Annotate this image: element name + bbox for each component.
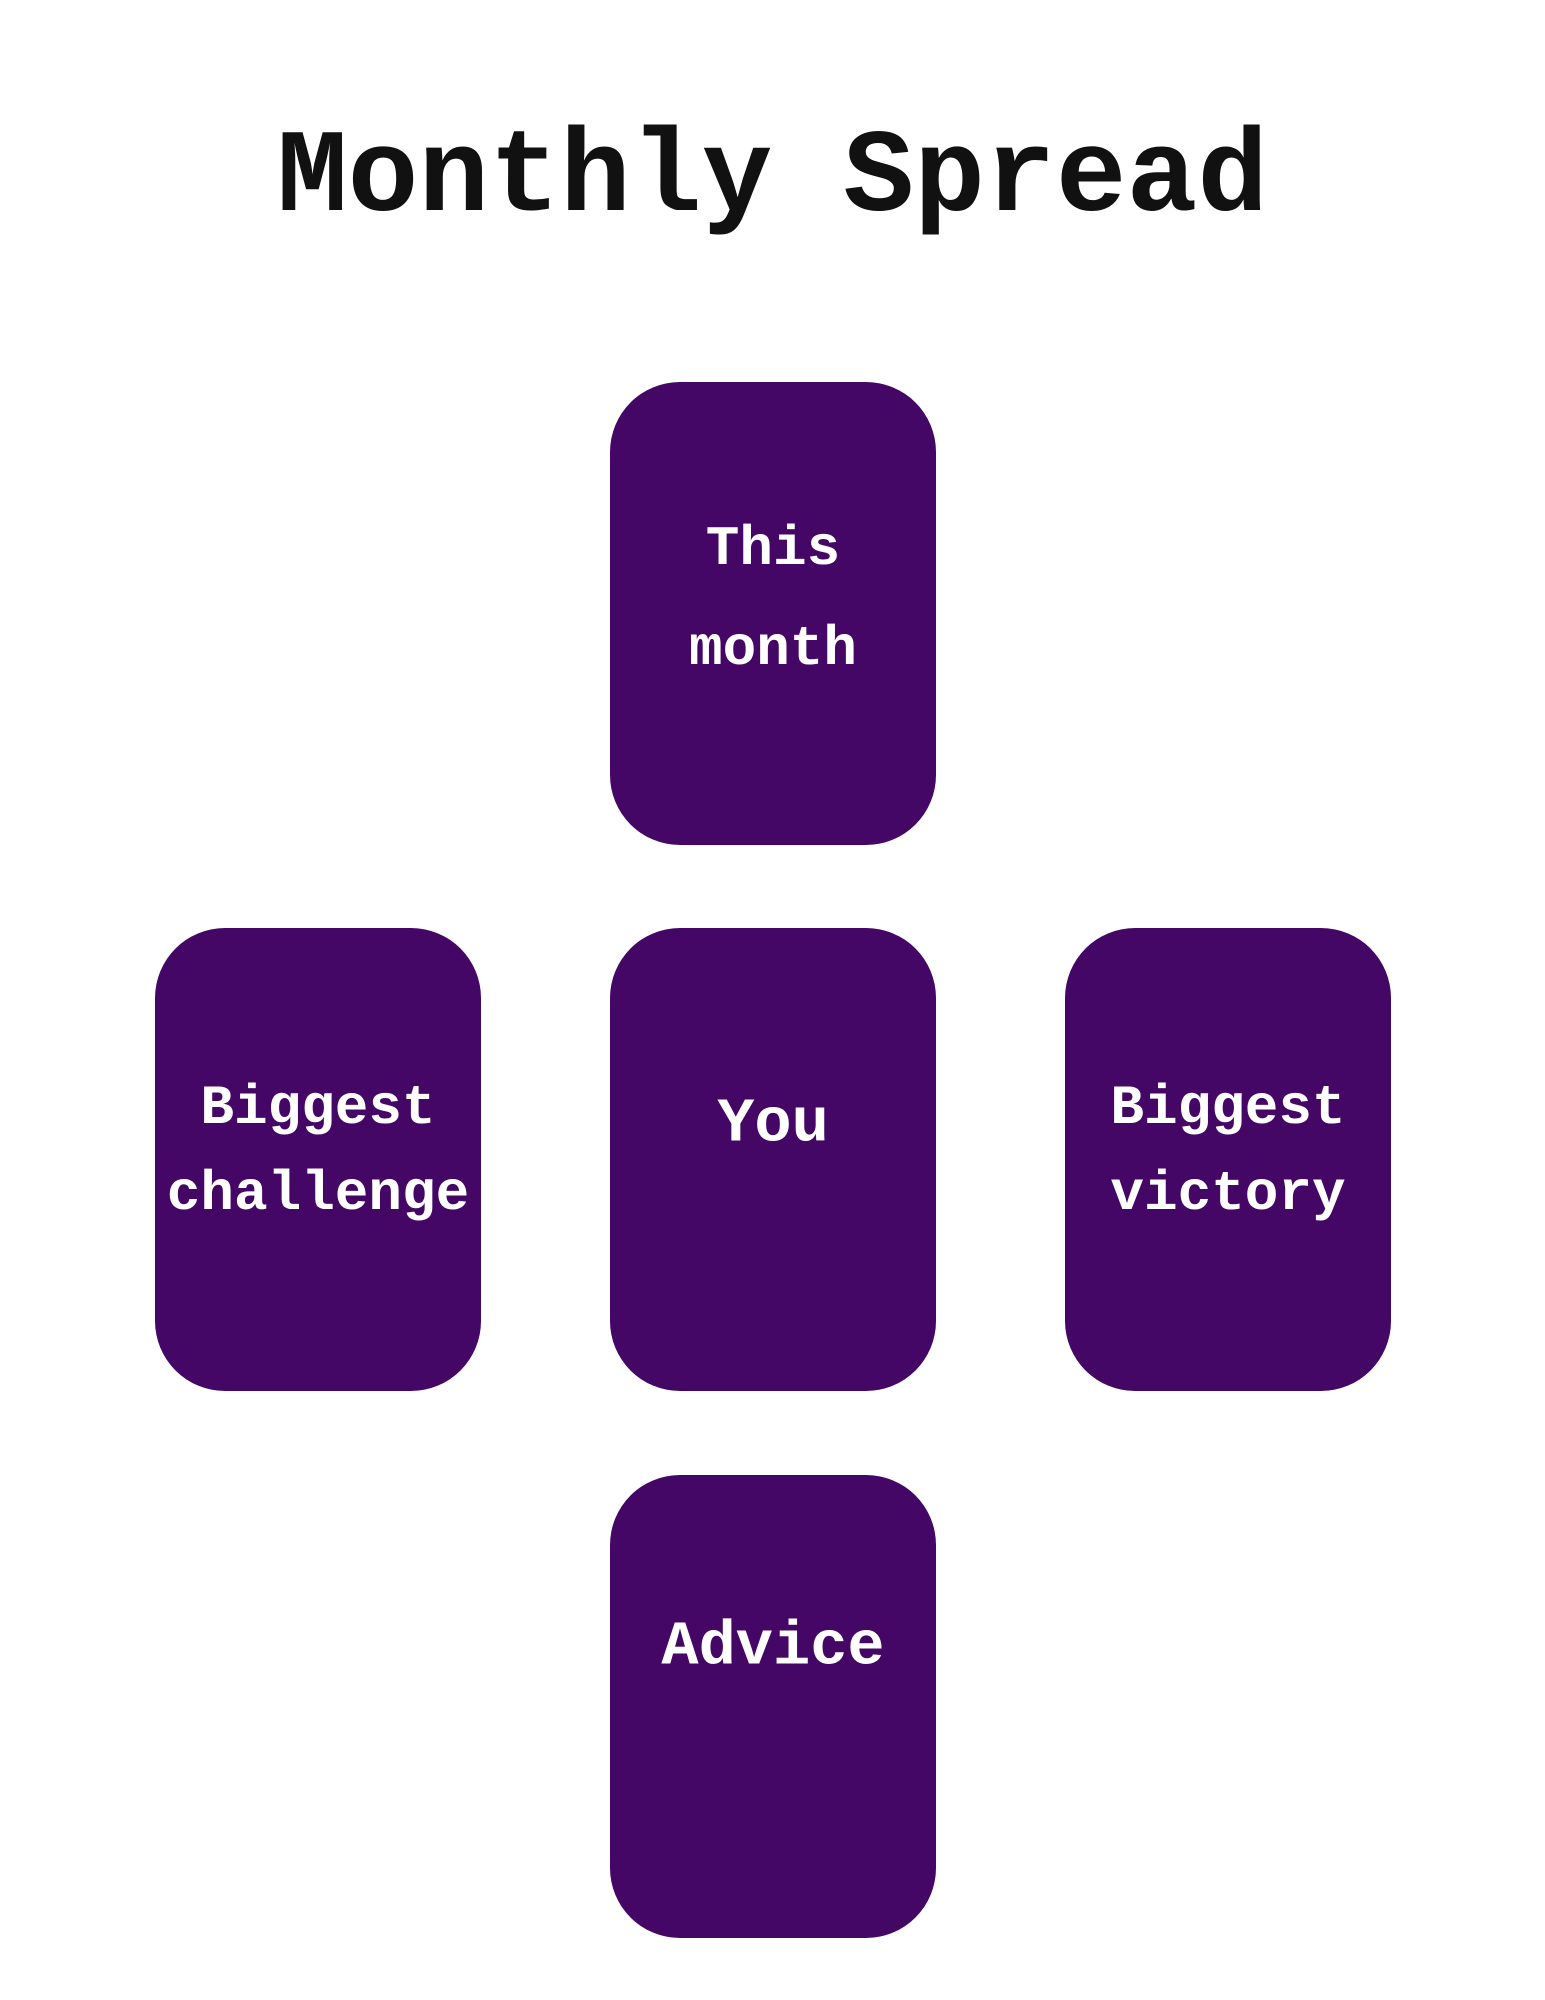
- card-biggest-victory: Biggest victory: [1065, 928, 1391, 1391]
- card-label: Biggest: [200, 1076, 436, 1140]
- card-label: This: [705, 517, 841, 581]
- card-you: You: [610, 928, 936, 1391]
- card-advice: Advice: [610, 1475, 936, 1938]
- page-title: Monthly Spread: [276, 113, 1269, 246]
- card-label: Biggest: [1110, 1076, 1346, 1140]
- card-label: challenge: [166, 1162, 470, 1226]
- card-label: You: [717, 1088, 829, 1160]
- card-label: victory: [1110, 1162, 1346, 1226]
- card-this-month: This month: [610, 382, 936, 845]
- card-biggest-challenge: Biggest challenge: [155, 928, 481, 1391]
- card-label: month: [688, 617, 858, 681]
- card-label: Advice: [661, 1611, 885, 1683]
